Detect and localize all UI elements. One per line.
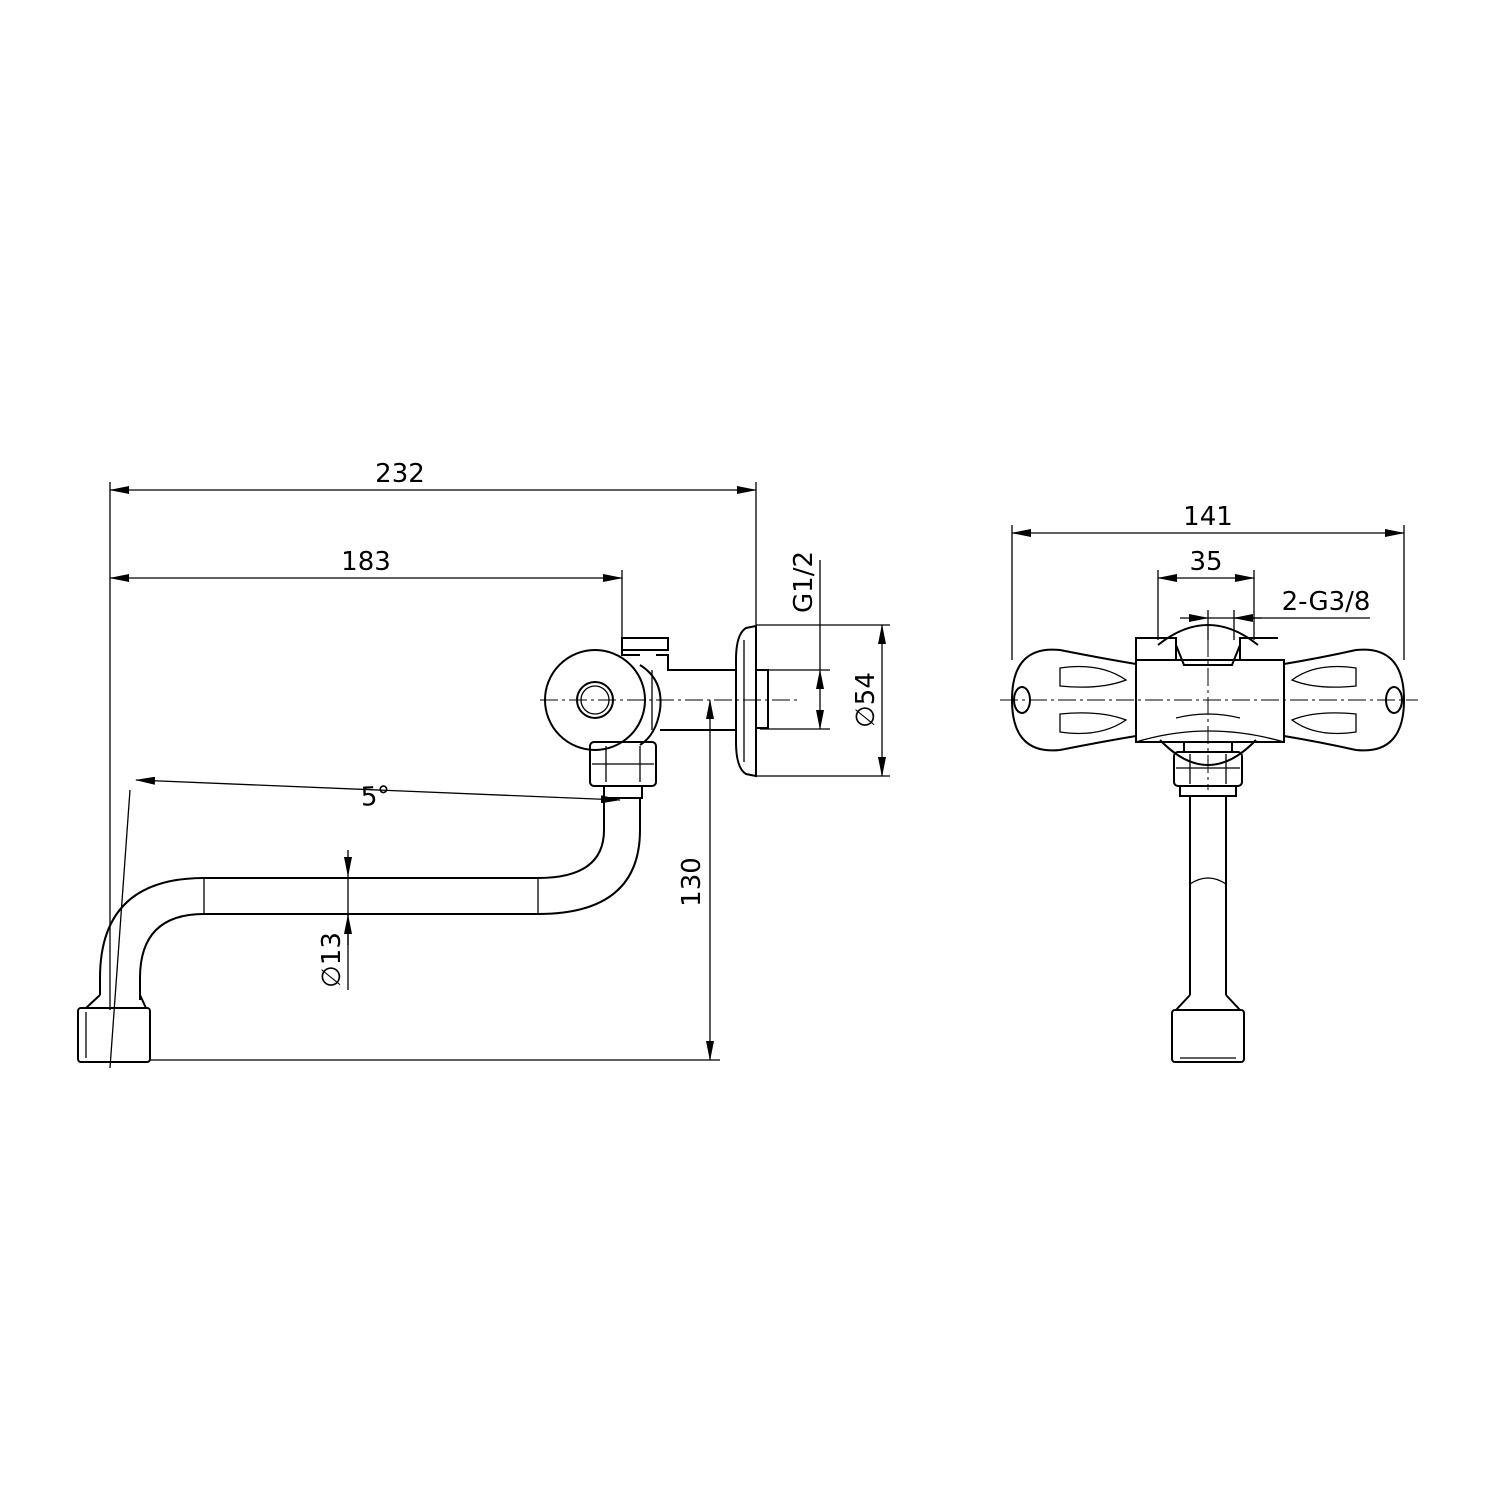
aerator-nozzle bbox=[77, 994, 151, 1063]
wall-flange bbox=[735, 624, 769, 778]
dimension-inlet-thread: 2-G3/8 bbox=[1180, 587, 1371, 622]
mixer-body bbox=[1135, 624, 1285, 766]
dim-overall-length: 232 bbox=[375, 459, 425, 489]
dimension-35: 35 bbox=[1157, 547, 1255, 582]
dimension-141: 141 bbox=[1011, 502, 1405, 537]
dim-spout-reach: 183 bbox=[341, 547, 391, 577]
front-view: 141 35 2-G3/8 bbox=[1000, 502, 1418, 1063]
dim-inlet-spacing: 35 bbox=[1189, 547, 1222, 577]
dim-inlet-thread: 2-G3/8 bbox=[1282, 587, 1371, 617]
dimension-thread-flange: G1/2 ∅54 bbox=[756, 551, 890, 777]
body-arm bbox=[621, 637, 736, 731]
dim-overall-width: 141 bbox=[1183, 502, 1233, 532]
left-handle bbox=[1010, 648, 1137, 752]
dim-height: 130 bbox=[677, 857, 707, 907]
dimension-183: 183 bbox=[109, 547, 623, 582]
dim-thread: G1/2 bbox=[789, 551, 819, 613]
front-union-nut bbox=[1173, 741, 1243, 797]
right-handle bbox=[1283, 648, 1406, 752]
union-nut bbox=[589, 741, 657, 799]
dimension-232: 232 bbox=[109, 459, 757, 494]
spout bbox=[99, 798, 641, 1000]
dimension-pipe-diameter: ∅13 bbox=[317, 850, 352, 990]
front-spout bbox=[1171, 796, 1245, 1063]
side-view: 232 183 5° 130 ∅13 bbox=[77, 459, 890, 1069]
valve-body bbox=[544, 649, 662, 751]
dimension-angle: 5° bbox=[109, 776, 621, 1069]
dimension-130: 130 bbox=[677, 699, 714, 1061]
dim-angle: 5° bbox=[360, 781, 391, 813]
dim-pipe-diameter: ∅13 bbox=[317, 932, 347, 988]
dim-flange-diameter: ∅54 bbox=[851, 672, 881, 728]
